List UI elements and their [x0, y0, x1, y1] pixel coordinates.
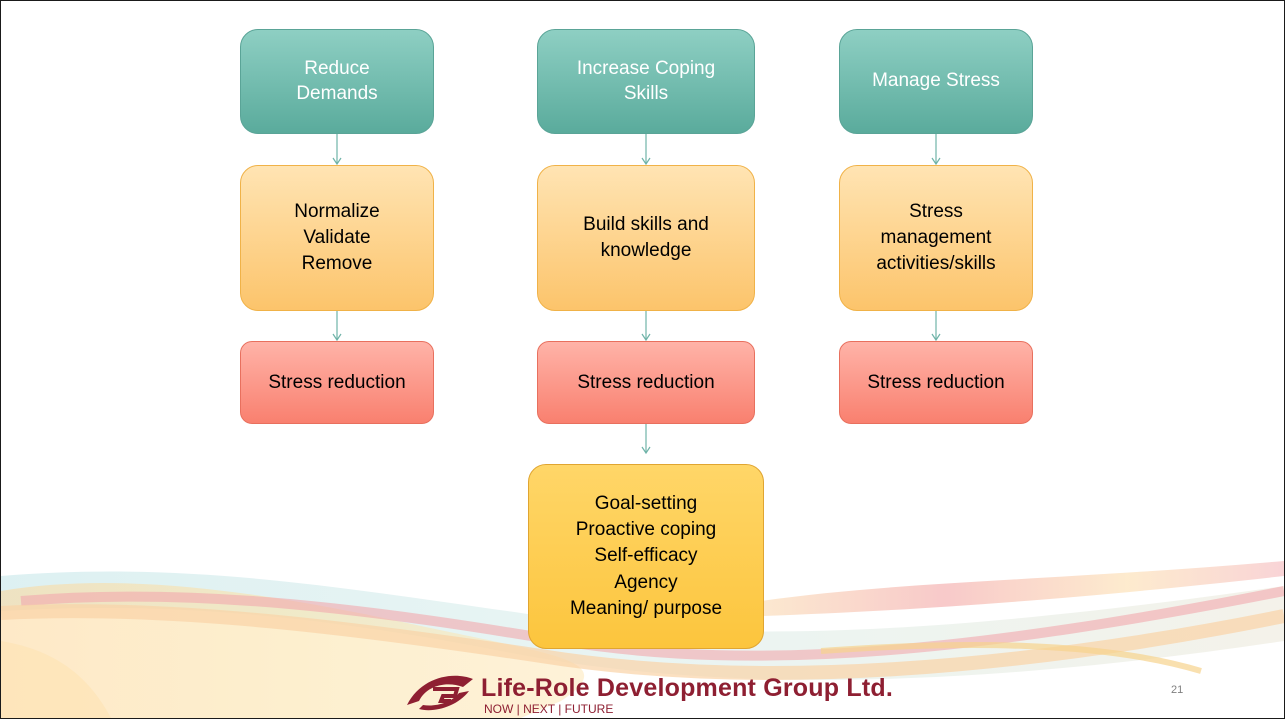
box-reduce-demands: Reduce Demands — [240, 29, 434, 134]
box-stress-reduction-3: Stress reduction — [839, 341, 1033, 424]
box-build-skills-knowledge: Build skills and knowledge — [537, 165, 755, 311]
company-name: Life-Role Development Group Ltd. — [481, 674, 893, 702]
company-tagline: NOW | NEXT | FUTURE — [484, 702, 614, 716]
box-normalize-validate-remove: Normalize Validate Remove — [240, 165, 434, 311]
page-number: 21 — [1171, 684, 1184, 696]
box-stress-reduction-2: Stress reduction — [537, 341, 755, 424]
box-stress-reduction-1: Stress reduction — [240, 341, 434, 424]
box-stress-management-activities: Stress management activities/skills — [839, 165, 1033, 311]
company-logo-icon — [407, 675, 473, 711]
box-goal-setting-outcomes: Goal-setting Proactive coping Self-effic… — [528, 464, 764, 649]
box-manage-stress: Manage Stress — [839, 29, 1033, 134]
box-increase-coping-skills: Increase Coping Skills — [537, 29, 755, 134]
